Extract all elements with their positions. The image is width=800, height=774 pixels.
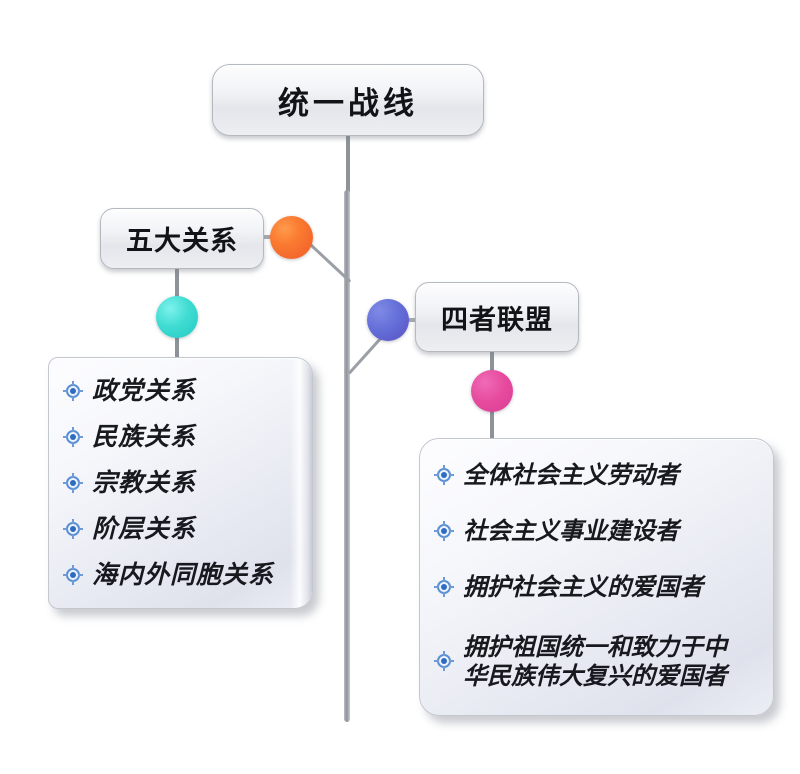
connector-main-trunk [344,190,350,722]
list-item-label: 民族关系 [92,421,197,451]
list-item[interactable]: 宗教关系 [63,460,298,506]
connector-root-to-trunk [346,135,350,195]
list-item[interactable]: 海内外同胞关系 [63,552,298,598]
panel-five-relations: 政党关系 民族关系 宗教关系 阶层关系 海内外同胞关系 [48,357,313,609]
list-item[interactable]: 全体社会主义劳动者 [434,447,759,503]
list-item-label-multiline: 拥护祖国统一和致力于中 华民族伟大复兴的爱国者 [463,632,727,691]
junction-dot-pink[interactable] [471,370,513,412]
target-bullet-icon [63,381,83,401]
root-node-label: 统一战线 [278,85,418,122]
list-item-label-line1: 拥护祖国统一和致力于中 [463,631,727,661]
connector-left-node-to-dot [260,235,278,239]
list-four-alliance: 全体社会主义劳动者 社会主义事业建设者 拥护社会主义的爱国者 拥护祖国统一和致力… [420,439,773,715]
list-item-label: 政党关系 [92,375,197,405]
list-item[interactable]: 拥护祖国统一和致力于中 华民族伟大复兴的爱国者 [434,615,759,707]
list-item-label-line2: 华民族伟大复兴的爱国者 [463,661,727,690]
root-node[interactable]: 统一战线 [212,64,484,136]
list-item[interactable]: 社会主义事业建设者 [434,503,759,559]
list-item[interactable]: 阶层关系 [63,506,298,552]
target-bullet-icon [63,473,83,493]
branch-node-four-alliance[interactable]: 四者联盟 [415,282,579,352]
target-bullet-icon [63,565,83,585]
list-item-label: 全体社会主义劳动者 [463,460,679,490]
list-item[interactable]: 政党关系 [63,368,298,414]
list-item-label: 拥护社会主义的爱国者 [463,572,703,602]
branch-node-five-relations-label: 五大关系 [126,226,238,257]
list-item-label: 海内外同胞关系 [92,559,275,589]
target-bullet-icon [434,465,454,485]
panel-four-alliance: 全体社会主义劳动者 社会主义事业建设者 拥护社会主义的爱国者 拥护祖国统一和致力… [419,438,774,716]
target-bullet-icon [63,519,83,539]
list-item[interactable]: 拥护社会主义的爱国者 [434,559,759,615]
connector-right-dot-to-node [403,318,421,322]
target-bullet-icon [434,577,454,597]
list-item-label: 阶层关系 [92,513,197,543]
junction-dot-blue[interactable] [367,299,409,341]
list-item-label: 社会主义事业建设者 [463,516,679,546]
target-bullet-icon [63,427,83,447]
list-five-relations: 政党关系 民族关系 宗教关系 阶层关系 海内外同胞关系 [49,358,312,608]
branch-node-four-alliance-label: 四者联盟 [441,304,553,336]
target-bullet-icon [434,521,454,541]
target-bullet-icon [434,651,454,671]
list-item[interactable]: 民族关系 [63,414,298,460]
branch-node-five-relations[interactable]: 五大关系 [100,208,264,269]
junction-dot-cyan[interactable] [156,296,198,338]
junction-dot-orange[interactable] [270,216,313,259]
list-item-label: 宗教关系 [92,467,197,497]
